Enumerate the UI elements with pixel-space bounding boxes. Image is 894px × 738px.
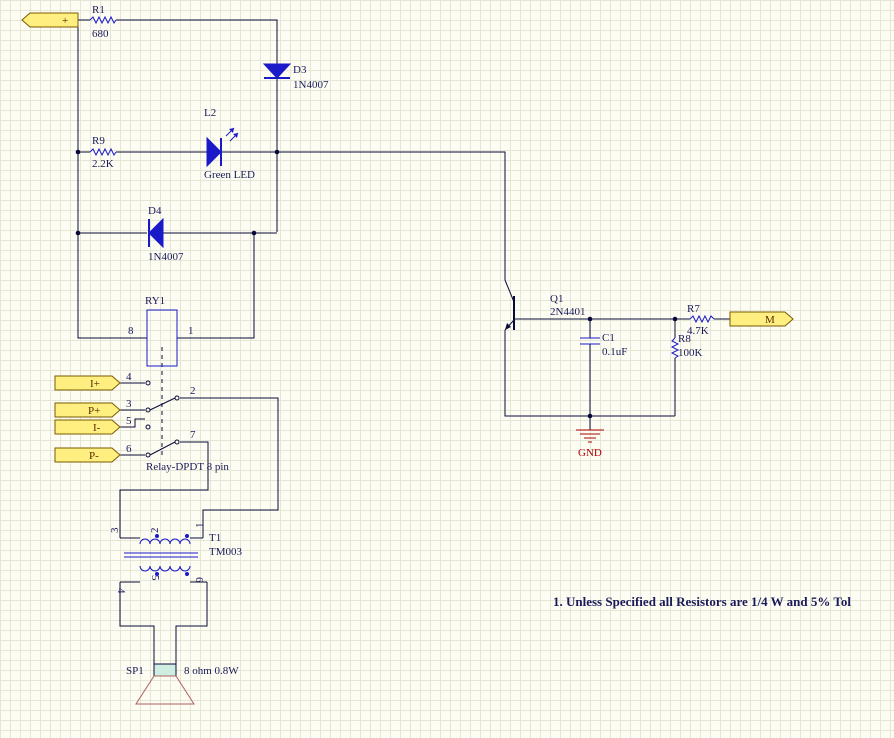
resistor-r8[interactable]: R8 100K: [670, 333, 703, 359]
speaker-sp1[interactable]: SP1 8 ohm 0.8W: [126, 663, 239, 705]
q1-ref: Q1: [550, 293, 563, 305]
d3-value: 1N4007: [293, 79, 329, 91]
resistor-r9[interactable]: R9 2.2K: [89, 135, 117, 170]
t1-pin-5: 5: [149, 575, 161, 581]
sp1-ref: SP1: [126, 665, 144, 677]
t1-pin-2: 2: [149, 528, 161, 534]
t1-pin-6: 6: [193, 577, 205, 583]
capacitor-c1[interactable]: C1 0.1uF: [580, 332, 627, 358]
c1-ref: C1: [602, 332, 615, 344]
relay-pin-2: 2: [190, 385, 196, 397]
resistor-r7[interactable]: R7 4.7K: [687, 303, 715, 337]
relay-pin-5: 5: [126, 415, 132, 427]
t1-pin-1: 1: [194, 523, 206, 529]
port-plus-label: +: [62, 15, 68, 27]
port-p-minus-label: P-: [89, 450, 99, 462]
ry1-value: Relay-DPDT 8 pin: [146, 461, 229, 473]
r9-value: 2.2K: [92, 158, 114, 170]
wires: [77, 19, 730, 676]
port-m-label: M: [765, 314, 775, 326]
c1-value: 0.1uF: [602, 346, 627, 358]
diode-d4[interactable]: D4 1N4007: [148, 205, 184, 263]
junction-dots: [75, 149, 678, 419]
relay-pin-8: 8: [128, 325, 134, 337]
relay-pin-6: 6: [126, 443, 132, 455]
r1-value: 680: [92, 28, 109, 40]
r9-ref: R9: [92, 135, 105, 147]
resistor-r1[interactable]: R1 680: [89, 4, 117, 40]
port-i-plus-label: I+: [90, 378, 100, 390]
relay-pin-3: 3: [126, 398, 132, 410]
gnd-label: GND: [578, 447, 602, 459]
relay-pin-1: 1: [188, 325, 194, 337]
t1-ref: T1: [209, 532, 221, 544]
relay-pin-7: 7: [190, 429, 196, 441]
t1-pin-3: 3: [109, 527, 121, 533]
l2-ref: L2: [204, 107, 216, 119]
r8-ref: R8: [678, 333, 691, 345]
port-i-minus-label: I-: [93, 422, 101, 434]
r8-value: 100K: [678, 347, 703, 359]
transistor-q1[interactable]: Q1 2N4401: [504, 279, 585, 331]
sp1-value: 8 ohm 0.8W: [184, 665, 239, 677]
port-m[interactable]: M: [729, 311, 794, 327]
q1-value: 2N4401: [550, 306, 585, 318]
r1-ref: R1: [92, 4, 105, 16]
diode-d3[interactable]: D3 1N4007: [262, 63, 329, 91]
transformer-t1[interactable]: T1 TM003 3 2 1 4 5 6: [109, 523, 243, 595]
port-p-plus-label: P+: [88, 405, 100, 417]
r7-ref: R7: [687, 303, 700, 315]
d3-ref: D3: [293, 64, 307, 76]
port-p-minus[interactable]: P-: [54, 447, 121, 463]
t1-pin-4: 4: [115, 588, 127, 594]
ground-symbol: GND: [576, 429, 604, 459]
ry1-ref: RY1: [145, 295, 165, 307]
port-i-plus[interactable]: I+: [54, 375, 121, 391]
r7-value: 4.7K: [687, 325, 709, 337]
led-l2[interactable]: L2 Green LED: [204, 107, 255, 181]
port-p-plus[interactable]: P+: [54, 402, 121, 418]
l2-value: Green LED: [204, 169, 255, 181]
t1-value: TM003: [209, 546, 243, 558]
relay-ry1[interactable]: RY1 8 1 4 3 5 6 2 7 Relay-DPDT 8 pin: [126, 295, 229, 473]
design-note: 1. Unless Specified all Resistors are 1/…: [553, 594, 851, 609]
d4-ref: D4: [148, 205, 162, 217]
d4-value: 1N4007: [148, 251, 184, 263]
relay-pin-4: 4: [126, 371, 132, 383]
port-i-minus[interactable]: I-: [54, 419, 121, 435]
port-plus[interactable]: +: [21, 12, 79, 28]
